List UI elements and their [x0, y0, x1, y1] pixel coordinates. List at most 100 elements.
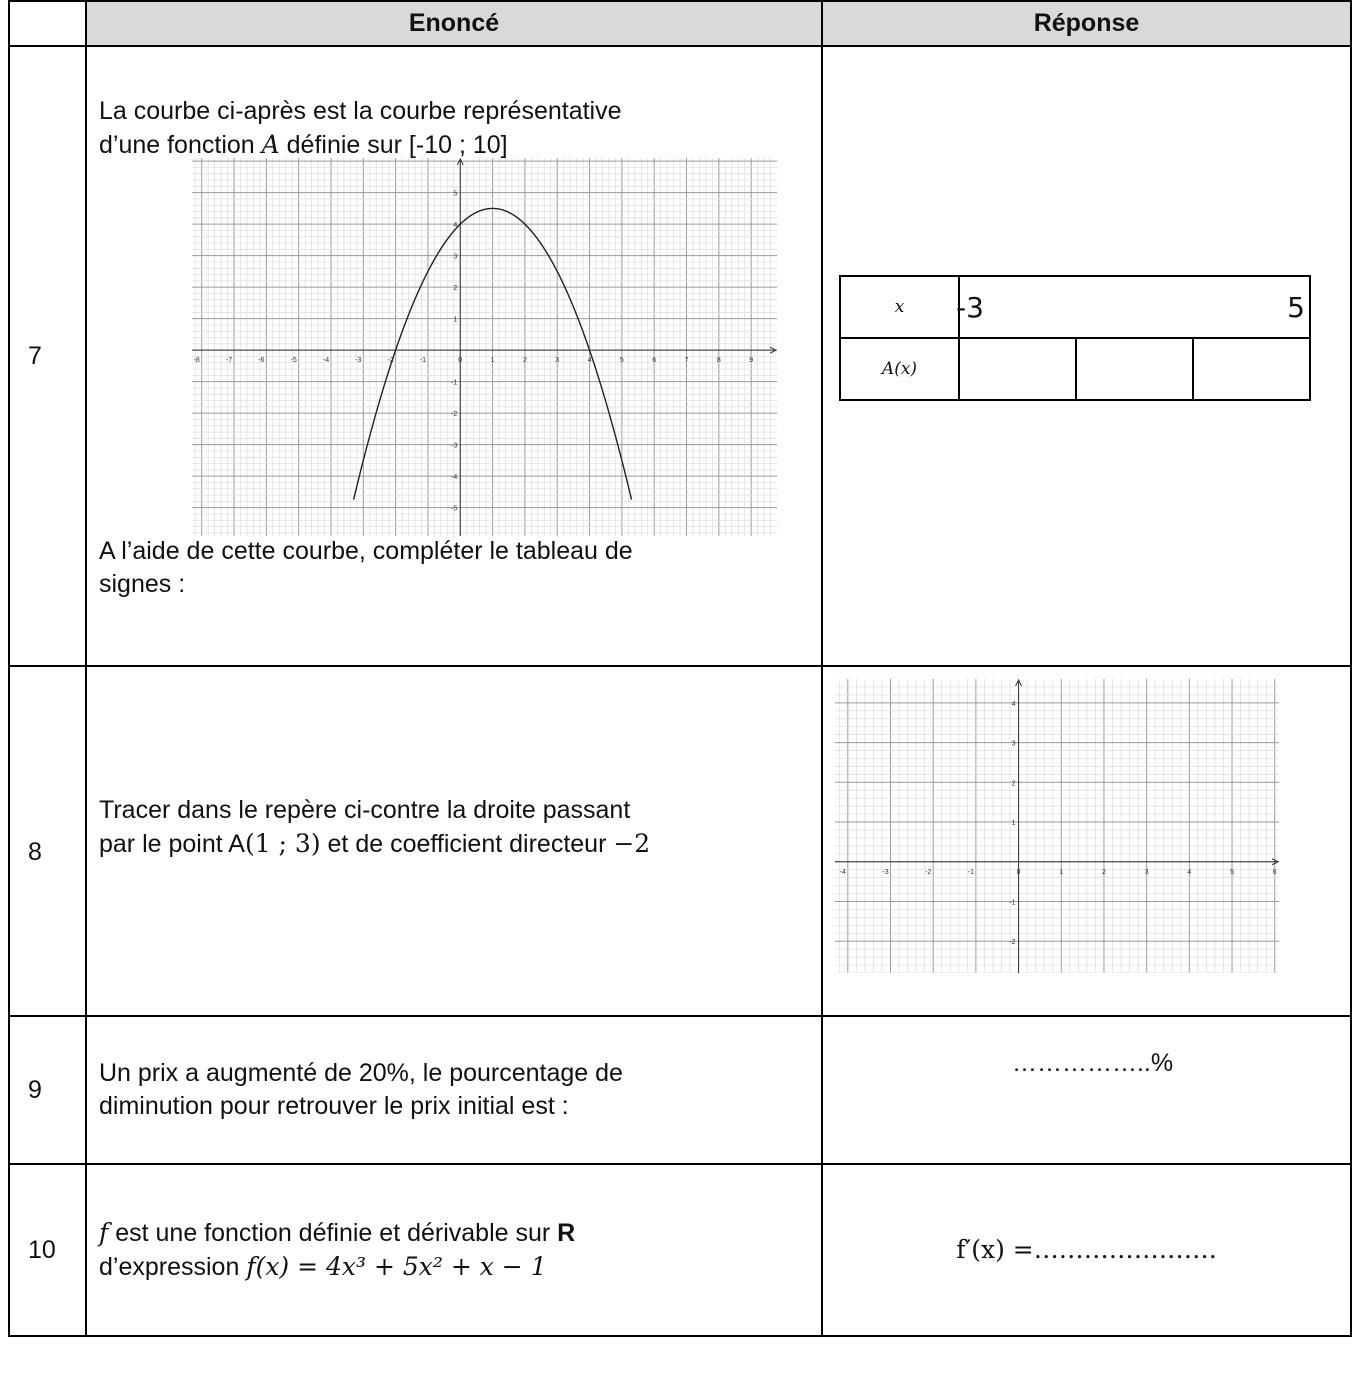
x-tick-label: -2	[925, 869, 931, 876]
y-tick-label: 3	[1012, 741, 1016, 748]
q10-line-1: f est une fonction définie et dérivable …	[99, 1216, 809, 1250]
question-7-statement: La courbe ci-après est la courbe représe…	[85, 45, 823, 667]
x-tick-label: 8	[717, 357, 721, 364]
y-tick-label: 3	[453, 254, 457, 261]
y-tick-label: 2	[453, 285, 457, 292]
q7-function-name: A	[261, 130, 280, 159]
y-axis-arrow	[1015, 679, 1023, 687]
q10-function-name: f	[99, 1218, 109, 1247]
q10-answer-blank: f′(x) =………………….	[956, 1235, 1217, 1264]
header-reponse: Réponse	[821, 0, 1352, 47]
x-tick-label: -1	[968, 869, 974, 876]
sign-cell-1[interactable]	[958, 337, 1077, 401]
q8-text: et de coefficient directeur	[320, 829, 614, 858]
x-tick-label: 7	[685, 357, 689, 364]
y-tick-label: 4	[1012, 701, 1016, 708]
q10-text: d’expression	[99, 1253, 247, 1281]
q7-line-4: signes :	[99, 570, 186, 598]
q8-line-2: par le point A(1 ; 3) et de coefficient …	[99, 827, 809, 861]
question-9-statement: Un prix a augmenté de 20%, le pourcentag…	[85, 1015, 823, 1165]
x-tick-label: 4	[1187, 869, 1191, 876]
x-axis-arrow	[1271, 858, 1279, 866]
x-tick-label: -1	[420, 357, 426, 364]
y-axis-arrow	[456, 158, 464, 166]
header-blank-cell	[8, 0, 87, 47]
y-tick-label: 1	[1012, 820, 1016, 827]
sign-table-x-row[interactable]: -3 5	[956, 275, 1311, 339]
question-number: 9	[8, 1015, 87, 1165]
q10-expression: f(x) = 4x³ + 5x² + x − 1	[246, 1252, 547, 1281]
q7-text: d’une fonction	[99, 131, 262, 159]
sign-cell-3[interactable]	[1192, 337, 1311, 401]
y-tick-label: -3	[451, 443, 457, 450]
sign-table: x -3 5 A(x)	[839, 275, 1311, 401]
x-tick-label: 0	[458, 357, 462, 364]
function-a-curve	[352, 207, 633, 500]
q9-line-1: Un prix a augmenté de 20%, le pourcentag…	[99, 1059, 623, 1087]
q8-line-1: Tracer dans le repère ci-contre la droit…	[99, 795, 631, 824]
y-tick-label: 5	[453, 191, 457, 198]
sign-table-f-label: A(x)	[839, 337, 960, 401]
x-tick-label: 1	[491, 357, 495, 364]
x-tick-label: -6	[258, 357, 264, 364]
y-tick-label: -2	[451, 411, 457, 418]
x-tick-label: 3	[1145, 869, 1149, 876]
x-end-value: 5	[1287, 290, 1305, 324]
x-axis-arrow	[769, 346, 777, 354]
x-tick-label: 5	[1230, 869, 1234, 876]
y-tick-label: -1	[451, 380, 457, 387]
q7-line-3: A l’aide de cette courbe, compléter le t…	[99, 537, 633, 565]
q10-real-set: R	[557, 1219, 576, 1247]
q8-coefficient: −2	[613, 828, 651, 858]
question-10-answer[interactable]: f′(x) =………………….	[821, 1163, 1352, 1337]
x-tick-label: 2	[523, 357, 527, 364]
x-start-value: -3	[956, 290, 984, 324]
x-tick-label: 3	[555, 357, 559, 364]
x-tick-label: 0	[1017, 869, 1021, 876]
x-tick-label: -3	[355, 357, 361, 364]
x-tick-label: -4	[840, 869, 846, 876]
sign-cell-2[interactable]	[1075, 337, 1194, 401]
y-tick-label: -2	[1009, 939, 1015, 946]
question-9-answer[interactable]: ……………..%	[821, 1015, 1352, 1165]
q7-line-1: La courbe ci-après est la courbe représe…	[99, 97, 622, 125]
x-tick-label: -4	[323, 357, 329, 364]
q10-line-2: d’expression f(x) = 4x³ + 5x² + x − 1	[99, 1250, 809, 1284]
x-tick-label: -2	[388, 357, 394, 364]
x-tick-label: 5	[620, 357, 624, 364]
q7-text-domain: définie sur [-10 ; 10]	[279, 131, 508, 159]
x-tick-label: -5	[291, 357, 297, 364]
q10-text: est une fonction définie et dérivable su…	[108, 1219, 558, 1247]
x-tick-label: 9	[749, 357, 753, 364]
x-tick-label: 4	[588, 357, 592, 364]
question-number: 10	[8, 1163, 87, 1337]
x-tick-label: 6	[652, 357, 656, 364]
question-number: 8	[8, 665, 87, 1017]
y-tick-label: 4	[453, 222, 457, 229]
sign-table-x-label: x	[839, 275, 960, 339]
x-tick-label: 6	[1273, 869, 1277, 876]
q7-line-2: d’une fonction A définie sur [-10 ; 10]	[99, 128, 809, 162]
y-tick-label: -5	[451, 506, 457, 513]
question-7-answer-cell: x -3 5 A(x)	[821, 45, 1352, 667]
question-8-statement: Tracer dans le repère ci-contre la droit…	[85, 665, 823, 1017]
x-tick-label: -7	[226, 357, 232, 364]
x-tick-label: -3	[882, 869, 888, 876]
q9-answer-blank: ……………..%	[1011, 1049, 1174, 1077]
q8-point-coords: (1 ; 3)	[244, 828, 321, 858]
y-tick-label: 1	[453, 317, 457, 324]
header-enonce: Enoncé	[85, 0, 823, 47]
y-tick-label: 2	[1012, 780, 1016, 787]
q9-line-2: diminution pour retrouver le prix initia…	[99, 1092, 569, 1120]
question-10-statement: f est une fonction définie et dérivable …	[85, 1163, 823, 1337]
grid	[192, 158, 777, 536]
q8-text: par le point A	[99, 829, 245, 858]
y-tick-label: -4	[451, 474, 457, 481]
exercise-table: Enoncé Réponse 7 La courbe ci-après est …	[8, 0, 1352, 1337]
y-tick-label: -1	[1009, 899, 1015, 906]
grid	[835, 679, 1279, 973]
x-tick-label: 1	[1059, 869, 1063, 876]
